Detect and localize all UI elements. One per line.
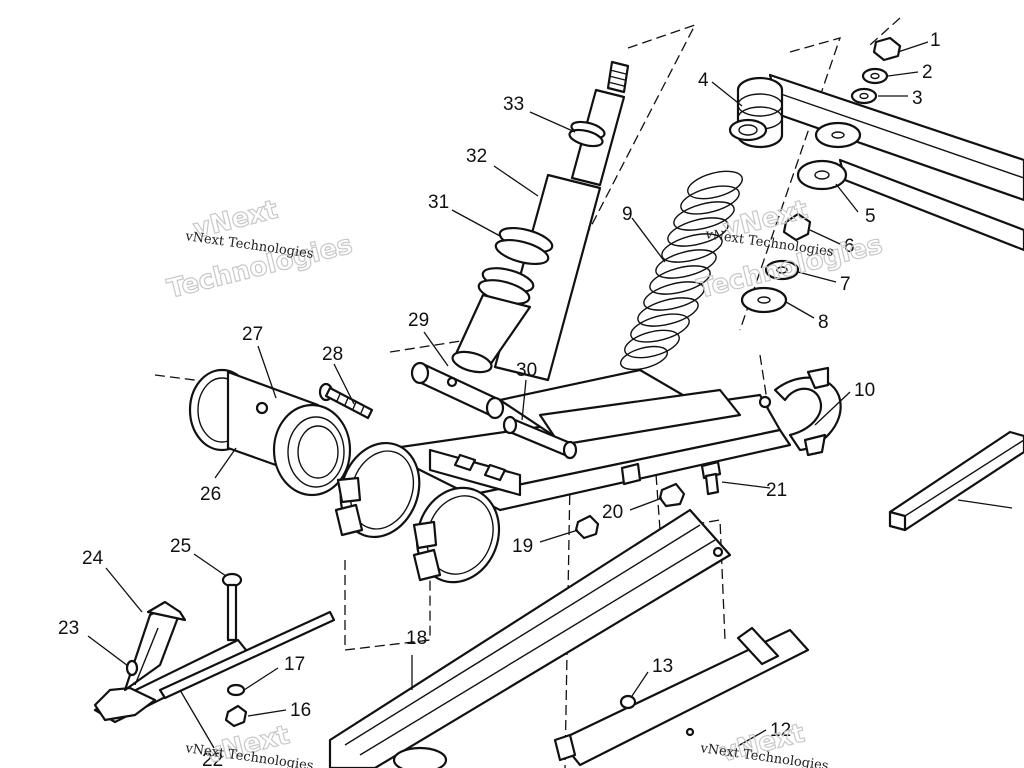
callout-13: 13 bbox=[652, 656, 673, 677]
callout-4: 4 bbox=[698, 70, 709, 91]
callout-12: 12 bbox=[770, 720, 791, 741]
washer-7 bbox=[764, 259, 800, 281]
callout-30: 30 bbox=[516, 360, 537, 381]
nut-6 bbox=[782, 212, 812, 242]
callout-17: 17 bbox=[284, 654, 305, 675]
callout-5: 5 bbox=[865, 206, 876, 227]
nut-19 bbox=[574, 514, 600, 540]
callout-6: 6 bbox=[844, 236, 855, 257]
hardware-stack bbox=[740, 36, 902, 314]
mount-pin bbox=[410, 361, 505, 420]
leader-lines bbox=[87, 41, 1013, 749]
callout-8: 8 bbox=[818, 312, 829, 333]
coil-spring bbox=[619, 170, 743, 371]
nut-13 bbox=[619, 694, 637, 710]
callout-22: 22 bbox=[202, 750, 223, 768]
square-tube bbox=[888, 430, 1024, 532]
callout-33: 33 bbox=[503, 94, 524, 115]
callout-32: 32 bbox=[466, 146, 487, 167]
callout-24: 24 bbox=[82, 548, 104, 569]
callout-31: 31 bbox=[428, 192, 449, 213]
callout-18: 18 bbox=[406, 628, 427, 649]
callout-2: 2 bbox=[922, 62, 933, 83]
callout-10: 10 bbox=[854, 380, 875, 401]
nut-1 bbox=[872, 36, 902, 62]
callout-19: 19 bbox=[512, 536, 533, 557]
bearing-assembly bbox=[188, 368, 352, 497]
front-clamps bbox=[334, 441, 501, 584]
washer-17 bbox=[226, 683, 246, 697]
callout-27: 27 bbox=[242, 324, 263, 345]
callout-29: 29 bbox=[408, 310, 429, 331]
callout-labels: 1 2 3 4 5 6 7 8 9 10 12 13 16 17 18 19 2… bbox=[58, 30, 941, 768]
callout-26: 26 bbox=[200, 484, 221, 505]
upper-bushing bbox=[728, 76, 784, 149]
lower-rail bbox=[328, 508, 732, 768]
callout-28: 28 bbox=[322, 344, 343, 365]
washer-5 bbox=[796, 159, 848, 191]
nut-20 bbox=[658, 482, 686, 508]
washer-3 bbox=[850, 87, 878, 105]
left-bracket bbox=[93, 572, 336, 728]
callout-9: 9 bbox=[622, 204, 633, 225]
callout-3: 3 bbox=[912, 88, 923, 109]
swing-arm bbox=[378, 366, 842, 512]
callout-20: 20 bbox=[602, 502, 623, 523]
rear-bracket bbox=[553, 626, 810, 767]
washer-2 bbox=[861, 67, 889, 85]
callout-1: 1 bbox=[930, 30, 941, 51]
shock-absorber bbox=[451, 60, 630, 382]
washer-8 bbox=[740, 286, 788, 314]
washer-large bbox=[814, 121, 862, 149]
callout-7: 7 bbox=[840, 274, 851, 295]
callout-23: 23 bbox=[58, 618, 79, 639]
callout-21: 21 bbox=[766, 480, 787, 501]
small-hardware bbox=[574, 460, 722, 540]
callout-16: 16 bbox=[290, 700, 311, 721]
callout-25: 25 bbox=[170, 536, 191, 557]
nut-16 bbox=[224, 704, 248, 728]
bolt-28 bbox=[318, 382, 374, 420]
